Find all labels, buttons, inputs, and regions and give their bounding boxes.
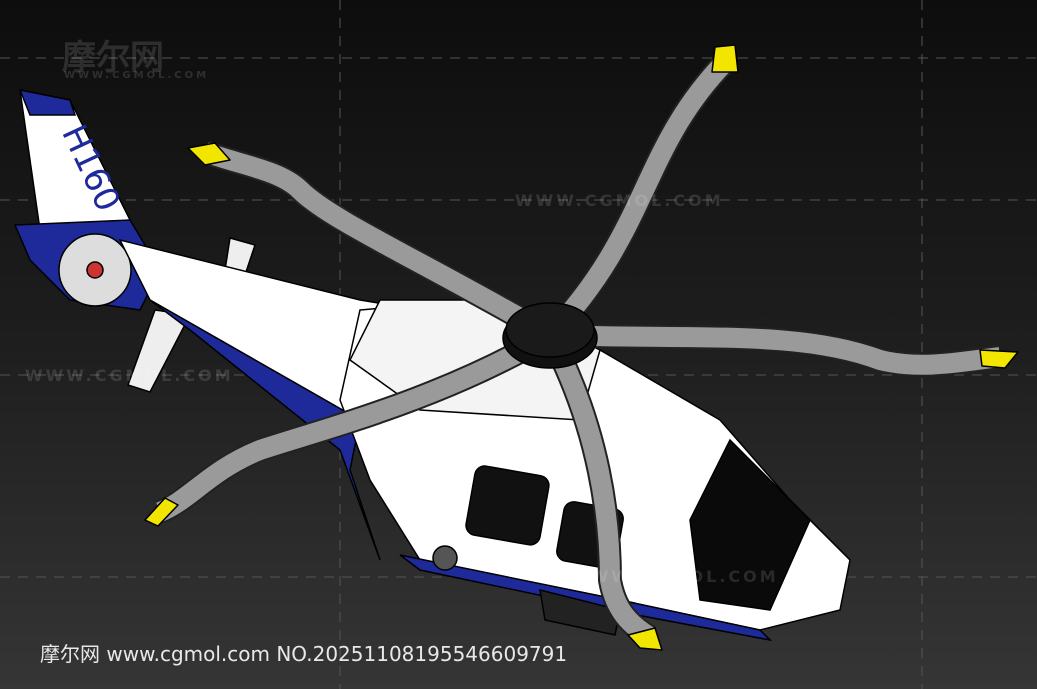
main-rotor — [144, 44, 1019, 651]
helicopter-model: H160 — [13, 88, 851, 642]
rotor-blade — [542, 55, 733, 342]
watermark-logo: 摩尔网 — [62, 38, 164, 78]
rotor-blade — [549, 325, 1002, 375]
blade-tip — [711, 44, 739, 73]
blade-tip — [144, 497, 179, 527]
blade-tip — [627, 627, 663, 651]
watermark-logo-url: WWW.CGMOL.COM — [64, 70, 210, 81]
cockpit-window — [689, 438, 811, 611]
rotor-blade — [155, 326, 556, 522]
cabin-window — [465, 465, 550, 546]
caption-text: 摩尔网 www.cgmol.com NO.2025110819554660979… — [40, 642, 568, 666]
watermark-url: WWW.CGMOL.COM — [25, 366, 234, 385]
watermark-url: WWW.CGMOL.COM — [570, 567, 779, 586]
blade-tip — [979, 349, 1019, 369]
watermark-url: WWW.CGMOL.COM — [515, 191, 724, 210]
blade-tip — [187, 142, 231, 166]
rotor-blade — [541, 330, 656, 646]
rotor-blade — [201, 142, 555, 344]
